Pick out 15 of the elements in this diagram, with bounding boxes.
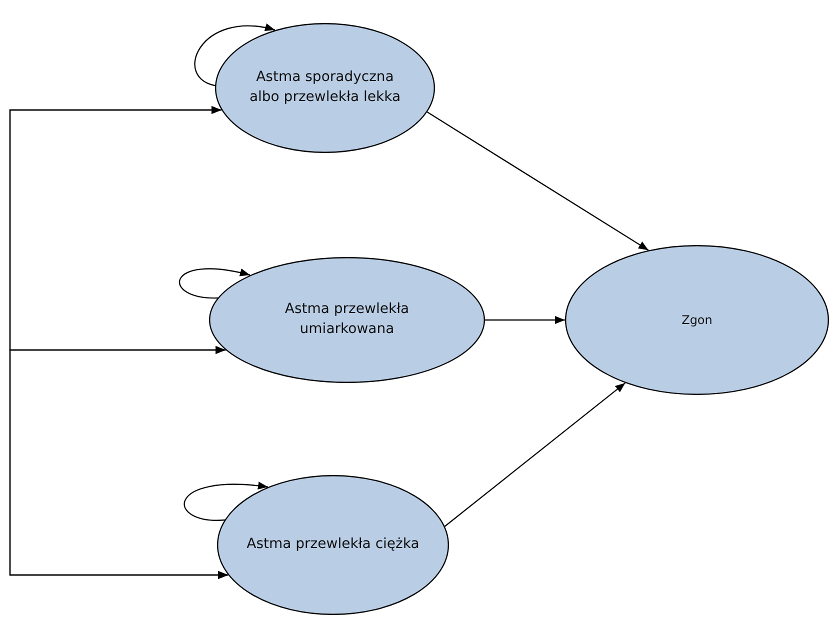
self-loop-arrow (179, 268, 250, 299)
node-label: Zgon (680, 312, 714, 328)
self-loop-arrow (184, 482, 268, 521)
node-label: Astma przewlekła ciężka (246, 535, 420, 554)
arrow (426, 112, 649, 251)
node-label: Astma sporadyczna albo przewlekła lekka (248, 68, 402, 107)
state-ellipse (209, 257, 485, 383)
self-loop-arrow (194, 24, 276, 87)
state-ellipse (217, 475, 449, 615)
state-ellipse (565, 245, 829, 395)
arrow (485, 316, 565, 324)
node-label: Astma przewlekła umiarkowana (284, 300, 410, 339)
arrow (444, 382, 626, 527)
state-ellipse (215, 23, 435, 153)
double-headed-arrow (9, 346, 228, 579)
